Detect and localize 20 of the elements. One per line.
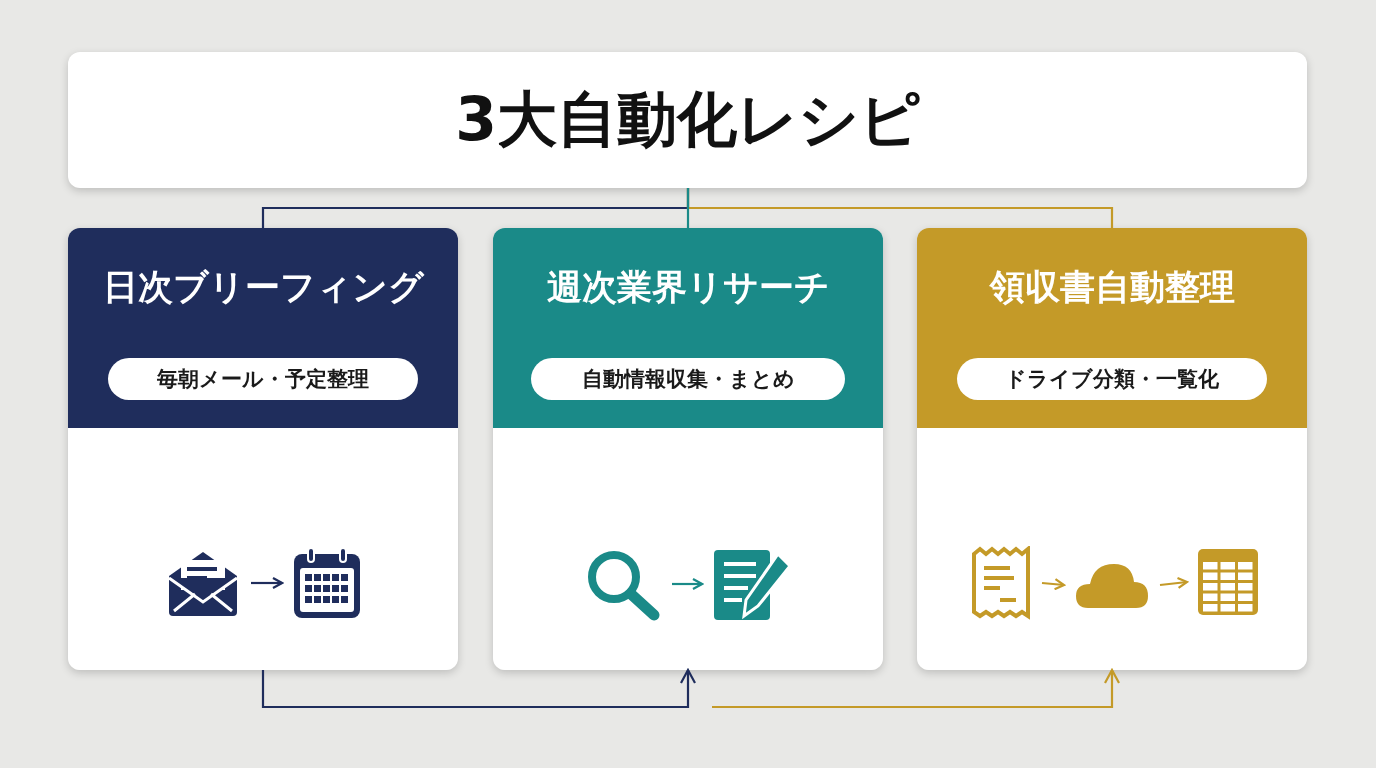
label-pill: 自動情報収集・まとめ [531,358,845,400]
arrow [1041,578,1066,591]
arrow [261,668,697,709]
title-box: 3大自動化レシピ [68,52,1307,188]
recipe-card [917,228,1307,670]
arrow [712,668,1121,709]
table-icon [1197,548,1259,616]
arrow [251,576,284,590]
card-heading: 領収書自動整理 [988,266,1236,309]
arrow [1159,576,1189,590]
calendar-icon [292,546,362,620]
connector-line [686,188,690,228]
label-pill: 毎朝メール・予定整理 [108,358,418,400]
card-heading: 週次業界リサーチ [545,266,831,309]
arrow [672,577,704,591]
receipt-icon [970,546,1032,620]
recipe-card [493,228,883,670]
card-heading: 日次ブリーフィング [101,266,425,309]
recipe-card [68,228,458,670]
label-pill: ドライブ分類・一覧化 [957,358,1267,400]
